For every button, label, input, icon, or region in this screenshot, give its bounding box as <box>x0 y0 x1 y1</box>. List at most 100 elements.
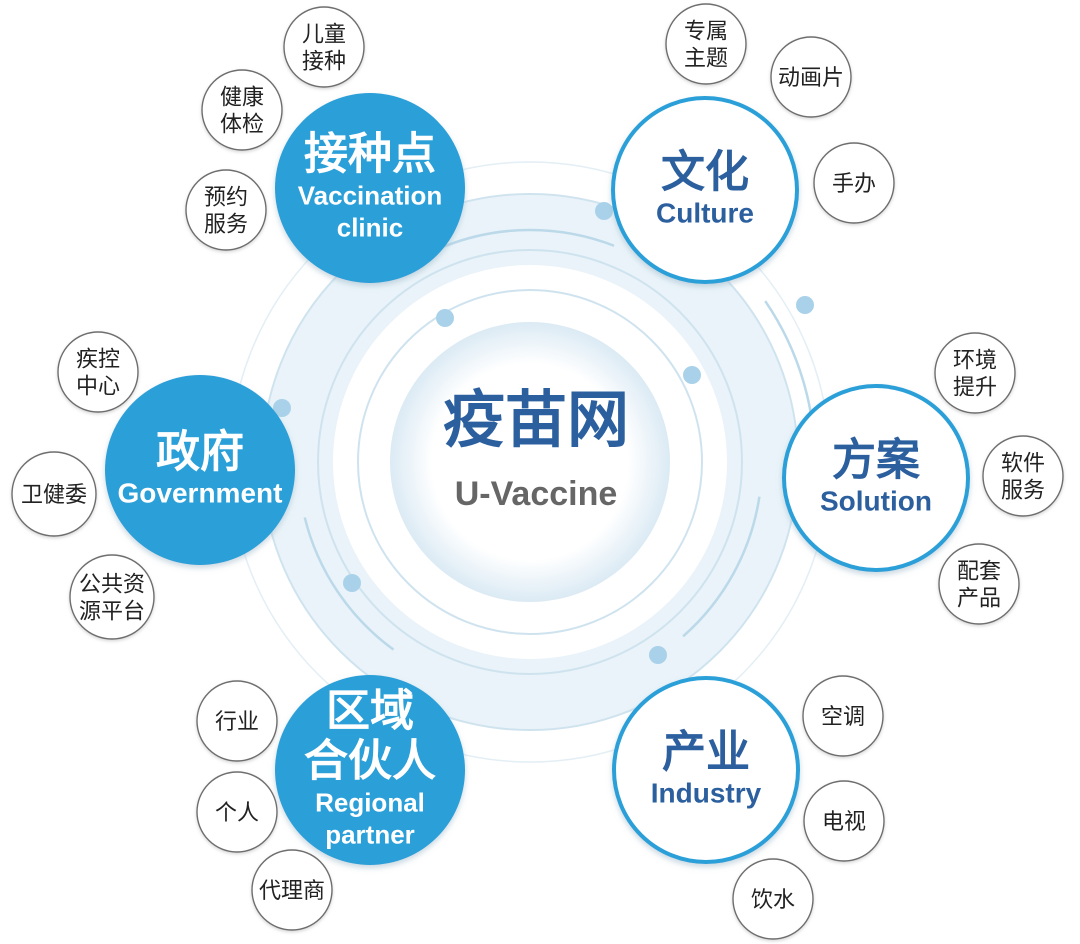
node-circle <box>105 375 295 565</box>
leaf-television: 电视 <box>803 780 885 862</box>
node-title-en: Solution <box>820 485 932 516</box>
node-title-en: Industry <box>651 777 762 808</box>
leaf-label-line: 公共资 <box>79 573 145 598</box>
leaf-figures: 手办 <box>813 142 895 224</box>
hub-circle <box>390 322 670 602</box>
category-nodes: 儿童接种健康体检预约服务接种点Vaccinationclinic专属主题动画片手… <box>11 3 1064 940</box>
leaf-label-line: 接种 <box>302 50 346 75</box>
node-title-cn: 合伙人 <box>304 735 436 786</box>
leaf-air-conditioning: 空调 <box>802 675 884 757</box>
center-hub: 疫苗网 U-Vaccine <box>390 322 670 602</box>
node-title-cn: 产业 <box>662 726 750 777</box>
leaf-label-line: 服务 <box>204 213 248 238</box>
leaf-bubble <box>934 332 1016 414</box>
hub-title-en: U-Vaccine <box>455 475 618 513</box>
leaf-label-line: 体检 <box>220 113 264 138</box>
node-title-cn: 区域 <box>326 685 414 736</box>
leaf-label-line: 配套 <box>957 560 1001 585</box>
leaf-label-line: 儿童 <box>302 23 346 48</box>
leaf-animation: 动画片 <box>770 36 852 118</box>
leaf-label-line: 疾控 <box>76 348 120 373</box>
node-circle <box>275 93 465 283</box>
leaf-bubble <box>803 780 885 862</box>
leaf-label-line: 提升 <box>953 376 997 401</box>
leaf-health-commission: 卫健委 <box>11 451 97 537</box>
leaf-label-line: 环境 <box>953 349 997 374</box>
node-title-cn: 文化 <box>661 146 749 197</box>
node-circle <box>782 384 970 572</box>
leaf-bubble <box>938 543 1020 625</box>
node-title-en: Vaccination <box>298 180 443 210</box>
node-circle <box>612 676 800 864</box>
leaf-label-line: 动画片 <box>778 66 844 91</box>
node-title-en: Culture <box>656 197 754 228</box>
leaf-label-line: 代理商 <box>259 879 325 904</box>
arc-left <box>303 517 395 651</box>
leaf-bubble <box>813 142 895 224</box>
leaf-bubble <box>251 849 333 931</box>
leaf-bubble <box>732 858 814 940</box>
arc-top <box>443 228 615 248</box>
leaf-bubble <box>770 36 852 118</box>
node-title-en: Regional <box>315 787 425 817</box>
leaf-label-line: 服务 <box>1001 479 1045 504</box>
inner-ring <box>357 289 703 635</box>
leaf-bubble <box>283 6 365 88</box>
connector-dot-1 <box>436 309 454 327</box>
leaf-label-line: 产品 <box>957 587 1001 612</box>
leaf-label-line: 电视 <box>822 810 866 835</box>
leaf-bubble <box>69 554 155 640</box>
leaf-bubble <box>185 169 267 251</box>
leaf-bubble <box>201 69 283 151</box>
leaf-bubble <box>802 675 884 757</box>
leaf-label-line: 中心 <box>76 375 120 400</box>
leaf-drinking-water: 饮水 <box>732 858 814 940</box>
leaf-label-line: 个人 <box>215 801 259 826</box>
leaf-bubble <box>982 435 1064 517</box>
leaf-label-line: 健康 <box>220 86 264 111</box>
node-title-cn: 政府 <box>156 426 244 477</box>
leaf-label-line: 空调 <box>821 705 865 730</box>
leaf-label-line: 手办 <box>832 172 876 197</box>
leaf-label-line: 主题 <box>684 47 728 72</box>
leaf-label-line: 预约 <box>204 186 248 211</box>
hub-title-cn: 疫苗网 <box>443 383 629 456</box>
leaf-individual-partner: 个人 <box>196 771 278 853</box>
node-title-en: partner <box>325 819 415 849</box>
leaf-bubble <box>196 771 278 853</box>
leaf-industry-partner: 行业 <box>196 680 278 762</box>
connector-dot-4 <box>595 202 613 220</box>
leaf-bubble <box>11 451 97 537</box>
leaf-label-line: 饮水 <box>751 888 795 913</box>
leaf-bubble <box>57 331 139 413</box>
node-title-cn: 方案 <box>832 434 921 485</box>
node-title-en: clinic <box>337 212 403 242</box>
node-circle <box>611 96 799 284</box>
arc-right <box>682 496 761 638</box>
connector-dot-6 <box>796 296 814 314</box>
connector-dot-7 <box>649 646 667 664</box>
leaf-bubble <box>196 680 278 762</box>
node-title-cn: 接种点 <box>304 128 436 179</box>
leaf-label-line: 行业 <box>215 710 259 735</box>
node-circle <box>275 675 465 865</box>
leaf-label-line: 源平台 <box>79 600 145 625</box>
node-title-en: Government <box>118 477 283 508</box>
connector-dot-2 <box>273 399 291 417</box>
middle-ring <box>317 249 743 675</box>
leaf-agent: 代理商 <box>251 849 333 931</box>
